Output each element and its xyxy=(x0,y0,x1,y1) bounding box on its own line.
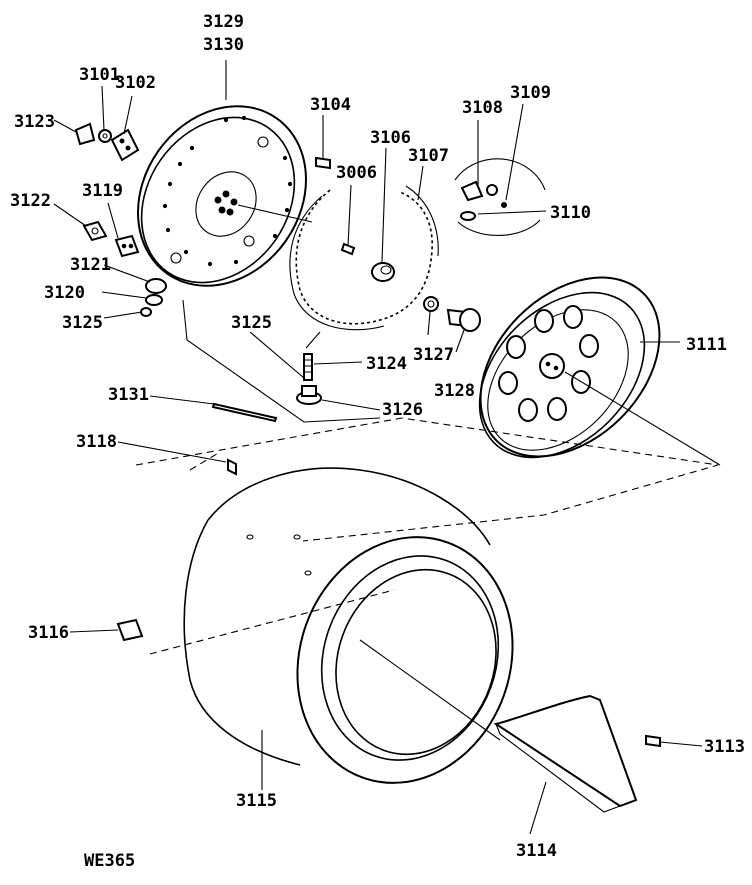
washer-3127-part xyxy=(423,296,439,312)
inset-detail-3108-part xyxy=(454,158,546,236)
label-3128: 3128 xyxy=(434,381,475,401)
leader-lines xyxy=(53,60,703,835)
screw-3104-part xyxy=(315,156,331,170)
label-3131: 3131 xyxy=(108,385,149,405)
label-3124: 3124 xyxy=(366,354,407,374)
label-3125-center: 3125 xyxy=(231,313,272,333)
bracket-3119-part xyxy=(114,234,140,258)
plate-3102-part xyxy=(110,128,140,162)
label-3123: 3123 xyxy=(14,112,55,132)
drum-rear-plate-part xyxy=(478,276,661,459)
diagram-code: WE365 xyxy=(84,851,135,871)
assembly-lines xyxy=(135,204,721,741)
label-3118: 3118 xyxy=(76,432,117,452)
foot-3126-part xyxy=(296,385,322,405)
drum-3115-part xyxy=(183,467,514,784)
label-3109: 3109 xyxy=(510,83,551,103)
label-3006: 3006 xyxy=(336,163,377,183)
label-3111: 3111 xyxy=(686,335,727,355)
label-3110: 3110 xyxy=(550,203,591,223)
label-3119: 3119 xyxy=(82,181,123,201)
rod-3131-part xyxy=(211,402,278,423)
label-3122: 3122 xyxy=(10,191,51,211)
label-3113: 3113 xyxy=(704,737,745,757)
label-3102: 3102 xyxy=(115,73,156,93)
label-3125-left: 3125 xyxy=(62,313,103,333)
label-3120: 3120 xyxy=(44,283,85,303)
bearing-3121-part xyxy=(145,278,167,294)
connector-3116-part xyxy=(116,618,144,642)
label-3130: 3130 xyxy=(203,35,244,55)
label-3101: 3101 xyxy=(79,65,120,85)
label-3104: 3104 xyxy=(310,95,351,115)
washer-3120-part xyxy=(145,294,163,306)
bracket-3123-part xyxy=(74,122,96,146)
nut-3101-part xyxy=(98,129,112,143)
label-3129: 3129 xyxy=(203,12,244,32)
label-3106: 3106 xyxy=(370,128,411,148)
label-3116: 3116 xyxy=(28,623,69,643)
heater-coil-part xyxy=(289,185,439,331)
rear-bulkhead-part xyxy=(137,105,307,287)
pulley-3128-part xyxy=(446,308,481,332)
washer-3125-part xyxy=(140,307,152,317)
label-3108: 3108 xyxy=(462,98,503,118)
bolt-3124-part xyxy=(303,353,313,381)
label-3121: 3121 xyxy=(70,255,111,275)
element-3106-part xyxy=(371,262,395,282)
label-3107: 3107 xyxy=(408,146,449,166)
screw-3118-part xyxy=(227,458,237,476)
screw-3006-part xyxy=(340,242,356,256)
part-labels: 3129 3130 3101 3102 3123 3104 3106 3006 … xyxy=(10,12,745,871)
label-3127: 3127 xyxy=(413,345,454,365)
baffle-3114-part xyxy=(493,694,638,813)
screw-3113-part xyxy=(645,734,661,748)
label-3115: 3115 xyxy=(236,791,277,811)
label-3126: 3126 xyxy=(382,400,423,420)
label-3114: 3114 xyxy=(516,841,557,861)
clip-3122-part xyxy=(82,220,108,242)
